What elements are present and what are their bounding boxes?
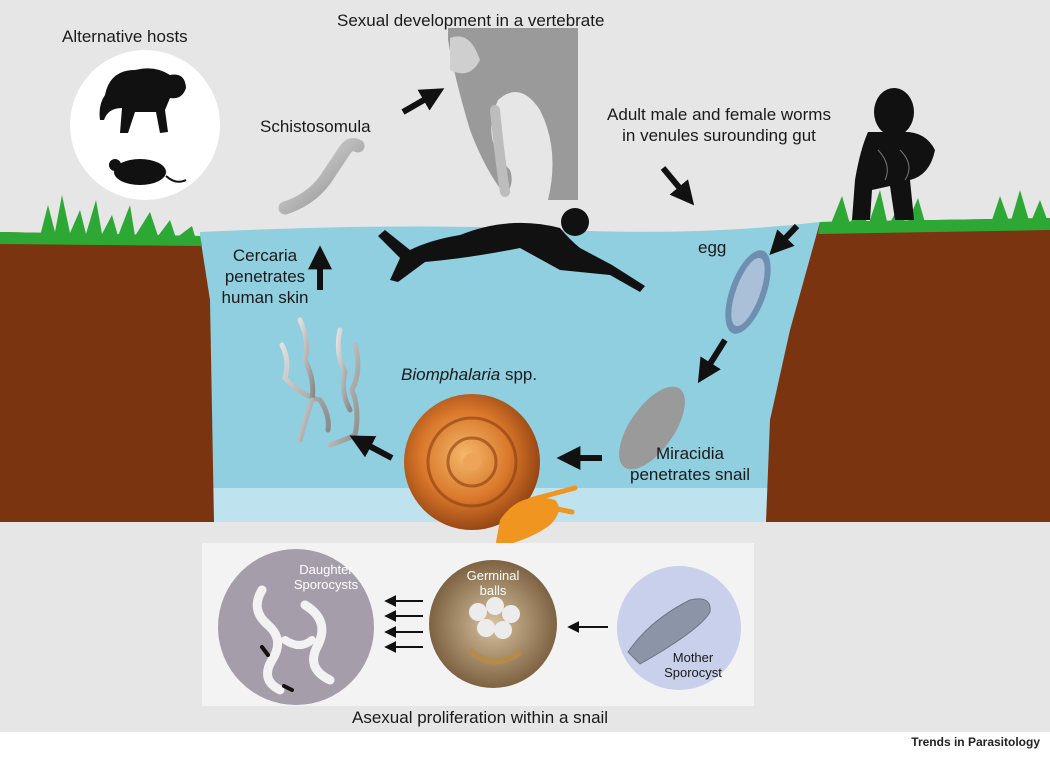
daughter-label-line2: Sporocysts: [293, 577, 359, 592]
germinal-label-line2: balls: [479, 583, 507, 598]
cercaria-label-line2: penetrates: [224, 267, 306, 286]
journal-footer: Trends in Parasitology: [911, 735, 1040, 749]
biomphalaria-snail-image: [404, 394, 578, 548]
schistosomula-label: Schistosomula: [260, 117, 371, 136]
arrow-to-cercaria: [349, 435, 394, 461]
miracidia-label-line1: Miracidia: [655, 444, 725, 463]
biomphalaria-genus: Biomphalaria: [401, 365, 501, 384]
daughter-label-line1: Daughter: [299, 562, 353, 577]
miracidia-image: [619, 386, 685, 470]
egg-image: [725, 250, 771, 334]
biomphalaria-suffix: spp.: [500, 365, 538, 384]
right-riverbank: [766, 190, 1050, 522]
left-riverbank: [0, 195, 214, 522]
adult-worms-label: Adult male and female worms in venules s…: [576, 104, 862, 146]
asexual-arrows: [384, 595, 608, 653]
mother-label-line2: Sporocyst: [664, 665, 722, 680]
germinal-balls-circle: [429, 560, 557, 688]
miracidia-label: Miracidia penetrates snail: [615, 443, 765, 485]
alternative-hosts-label: Alternative hosts: [62, 27, 188, 46]
cercaria-label-line1: Cercaria: [232, 246, 298, 265]
arrow-to-miracidia: [697, 338, 728, 384]
mother-sporocyst-label: Mother Sporocyst: [650, 650, 736, 680]
biomphalaria-label: Biomphalaria spp.: [401, 364, 537, 385]
adult-worms-label-line1: Adult male and female worms: [607, 105, 831, 124]
sexual-development-label: Sexual development in a vertebrate: [337, 11, 605, 30]
schistosomula-image: [278, 138, 365, 215]
daughter-sporocysts-label: Daughter Sporocysts: [283, 562, 369, 592]
miracidia-label-line2: penetrates snail: [629, 465, 751, 484]
cercaria-label: Cercaria penetrates human skin: [205, 245, 325, 308]
egg-label: egg: [698, 238, 727, 257]
arrow-to-water: [660, 166, 695, 206]
daughter-sporocysts-circle: [218, 549, 374, 705]
human-silhouette: [852, 88, 935, 220]
asexual-proliferation-label: Asexual proliferation within a snail: [352, 708, 609, 727]
germinal-label-line1: Germinal: [466, 568, 520, 583]
swimmer-silhouette: [378, 208, 645, 292]
alternative-hosts-circle: [70, 50, 220, 200]
adult-worm-image: [448, 28, 578, 200]
germinal-balls-label: Germinal balls: [450, 568, 536, 598]
cercaria-image: [279, 317, 361, 448]
mother-sporocyst-circle: [617, 566, 741, 690]
cercaria-label-line3: human skin: [221, 288, 309, 307]
adult-worms-label-line2: in venules surounding gut: [622, 126, 816, 145]
arrow-to-adult: [401, 88, 445, 115]
arrow-to-egg: [769, 223, 800, 255]
mother-label-line1: Mother: [672, 650, 714, 665]
cycle-arrows: [308, 88, 800, 470]
